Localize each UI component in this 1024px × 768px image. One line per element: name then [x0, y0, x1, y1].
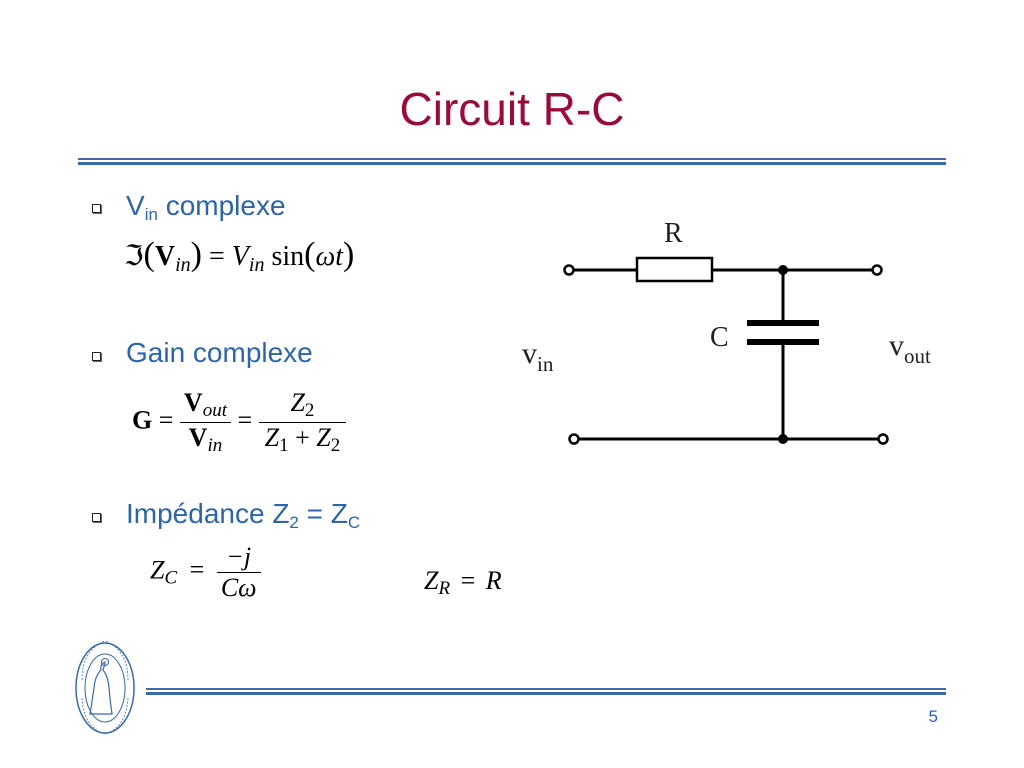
label-vin: vin	[522, 337, 554, 376]
seal-lettering	[81, 640, 129, 735]
resistor	[635, 256, 714, 283]
equals-2: =	[158, 405, 174, 435]
equals-1: =	[208, 241, 225, 272]
bullet-3-mid: = Z	[298, 498, 348, 529]
fraction-num-vout: Vout	[180, 388, 231, 422]
sub-in-2: in	[248, 254, 265, 276]
seal-figure-head	[100, 657, 110, 667]
bullet-1-rest: complexe	[157, 190, 286, 221]
im-symbol: ℑ	[124, 241, 144, 272]
top-rule-lower	[78, 162, 946, 165]
gain-symbol: G	[132, 405, 153, 435]
fraction-den-z1z2: Z1 + Z2	[258, 422, 347, 457]
zc-sub: C	[164, 567, 178, 589]
junction-top	[778, 265, 788, 275]
sub-out: out	[202, 400, 227, 421]
bottom-rule-upper	[146, 688, 946, 690]
fraction-z: Z2 Z1 + Z2	[258, 388, 347, 457]
seal-figure	[89, 661, 113, 715]
sub-in-3: in	[207, 435, 223, 456]
minus-j: −j	[226, 542, 252, 571]
equals-4: =	[189, 555, 205, 585]
terminal-in-bottom	[568, 433, 580, 445]
sub-in: in	[175, 254, 191, 276]
label-vin-main: v	[522, 337, 537, 370]
equals-5: =	[460, 566, 476, 595]
v-in-bold: V	[188, 423, 208, 452]
junction-bottom	[778, 434, 788, 444]
fraction-den-c-omega: Cω	[216, 572, 261, 603]
equals-3: =	[237, 405, 253, 435]
equation-vin: ℑ(Vin) = Vin sin(ωt)	[124, 236, 354, 277]
sin-fn: sin	[271, 241, 305, 272]
bullet-3-sub1: 2	[289, 513, 299, 532]
paren-close-2: )	[343, 236, 355, 273]
bullet-1-icon	[92, 204, 101, 213]
equation-zr: ZR = R	[424, 566, 502, 600]
v-italic: V	[231, 241, 249, 272]
fraction-num-minus-j: −j	[217, 542, 261, 572]
label-vout: vout	[889, 329, 931, 368]
zr-sub: R	[438, 578, 451, 599]
fraction-num-z2: Z2	[259, 388, 347, 422]
bullet-1-main: V	[126, 190, 145, 221]
zr-z: Z	[424, 566, 439, 595]
equation-zc: ZC = −j Cω	[150, 542, 261, 603]
label-c: C	[710, 322, 729, 353]
r-value: R	[485, 566, 502, 595]
fraction-vout-vin: Vout Vin	[179, 388, 231, 457]
z-num: Z	[290, 388, 305, 417]
page-number: 5	[928, 707, 938, 726]
bullet-3-text: Impédance Z2 = ZC	[126, 498, 360, 533]
v-bold: V	[154, 241, 176, 272]
fraction-den-vin: Vin	[179, 422, 231, 457]
seal-outer-ring	[75, 642, 135, 734]
paren-open-2: (	[304, 236, 316, 273]
z2: Z	[316, 423, 331, 452]
z1-sub: 1	[279, 435, 289, 456]
seal-inner-ring	[84, 653, 126, 723]
equation-gain: G = Vout Vin = Z2 Z1 + Z2	[132, 388, 347, 457]
z1: Z	[264, 423, 280, 452]
label-vout-main: v	[889, 329, 904, 362]
top-rule-upper	[78, 158, 946, 160]
bullet-3-sub2: C	[347, 513, 361, 532]
omega-t: ωt	[315, 241, 344, 272]
terminal-out-top	[871, 264, 883, 276]
label-vin-sub: in	[537, 352, 554, 376]
z-num-sub: 2	[304, 400, 315, 421]
c-letter: C	[220, 573, 239, 602]
plus: +	[295, 423, 310, 452]
bullet-1-sub: in	[144, 205, 158, 224]
fraction-zc: −j Cω	[216, 542, 261, 603]
slide-title: Circuit R-C	[399, 83, 625, 135]
z2-sub: 2	[330, 435, 341, 456]
terminal-in-top	[563, 264, 575, 276]
omega: ω	[238, 573, 257, 602]
university-seal-logo	[75, 640, 135, 735]
label-vout-sub: out	[904, 344, 931, 368]
bullet-2-text: Gain complexe	[126, 337, 313, 368]
terminal-out-bottom	[877, 433, 889, 445]
v-out-bold: V	[183, 388, 203, 417]
paren-close: )	[190, 236, 202, 273]
label-r: R	[664, 218, 683, 249]
zc-z: Z	[150, 555, 165, 585]
bullet-3-main: Impédance Z	[126, 498, 290, 529]
bottom-rule-lower	[146, 692, 946, 695]
paren-open: (	[143, 236, 155, 273]
bullet-1-text: Vin complexe	[126, 190, 286, 225]
rc-circuit-diagram: R C vin vout	[522, 218, 931, 445]
bullet-2-icon	[92, 352, 101, 361]
bullet-3-icon	[92, 513, 101, 522]
